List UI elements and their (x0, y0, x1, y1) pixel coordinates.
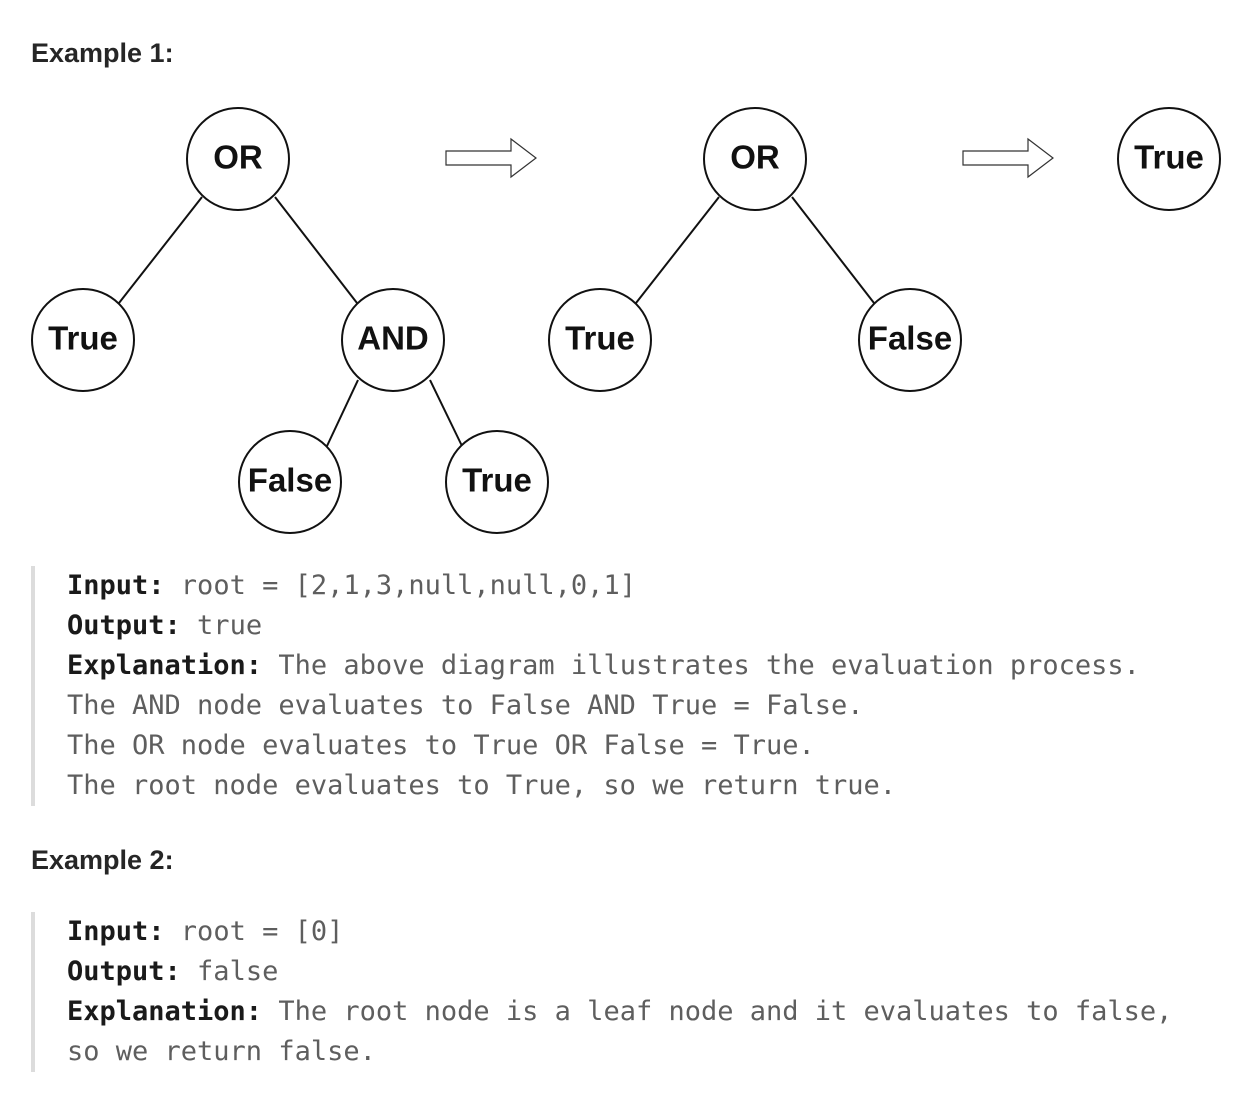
tree1-root-node: OR (186, 107, 290, 211)
output-line: Output: false (67, 952, 1172, 992)
right-arrow-icon (962, 137, 1054, 179)
edge-and-true (429, 379, 463, 447)
input-label: Input: (67, 916, 165, 947)
tree1-right-left-node: False (238, 430, 342, 534)
input-value: root = [2,1,3,null,null,0,1] (164, 570, 636, 601)
tree1-root-label: OR (213, 139, 263, 176)
expression-tree-diagram: OR True AND False True OR True False Tru… (31, 107, 1221, 534)
edge-or-false-2 (791, 196, 875, 304)
explanation-line: so we return false. (67, 1032, 1172, 1072)
tree1-right-right-node: True (445, 430, 549, 534)
explanation-text: The above diagram illustrates the evalua… (262, 650, 1140, 681)
explanation-label: Explanation: (67, 650, 263, 681)
output-label: Output: (67, 610, 181, 641)
example-1-heading: Example 1: (31, 38, 174, 68)
explanation-line: The root node evaluates to True, so we r… (67, 766, 1140, 806)
example-2-heading: Example 2: (31, 845, 174, 875)
edge-or-and (274, 196, 358, 304)
edge-and-false (326, 379, 359, 447)
tree2-root-label: OR (730, 139, 780, 176)
tree3-root-label: True (1134, 139, 1204, 176)
tree3-root-node: True (1117, 107, 1221, 211)
output-value: true (180, 610, 263, 641)
output-value: false (180, 956, 279, 987)
right-arrow-icon (445, 137, 537, 179)
edge-or-true (118, 196, 203, 304)
explanation-text: so we return false. (67, 1036, 376, 1067)
tree1-left-node: True (31, 288, 135, 392)
tree2-root-node: OR (703, 107, 807, 211)
tree1-left-label: True (48, 320, 118, 357)
edge-or-true-2 (635, 196, 720, 304)
tree2-left-node: True (548, 288, 652, 392)
input-value: root = [0] (164, 916, 344, 947)
explanation-text: The root node evaluates to True, so we r… (67, 770, 897, 801)
explanation-text: The OR node evaluates to True OR False =… (67, 730, 815, 761)
explanation-text: The AND node evaluates to False AND True… (67, 690, 864, 721)
explanation-label: Explanation: (67, 996, 263, 1027)
tree2-right-node: False (858, 288, 962, 392)
explanation-text: The root node is a leaf node and it eval… (262, 996, 1173, 1027)
tree2-right-label: False (868, 320, 952, 357)
output-label: Output: (67, 956, 181, 987)
output-line: Output: true (67, 606, 1140, 646)
tree1-right-node: AND (341, 288, 445, 392)
example-2-code-block: Input: root = [0] Output: false Explanat… (31, 912, 1172, 1072)
tree1-right-label: AND (357, 320, 429, 357)
tree1-right-left-label: False (248, 462, 332, 499)
explanation-line: Explanation: The root node is a leaf nod… (67, 992, 1172, 1032)
input-line: Input: root = [0] (67, 912, 1172, 952)
input-label: Input: (67, 570, 165, 601)
tree2-left-label: True (565, 320, 635, 357)
tree1-right-right-label: True (462, 462, 532, 499)
example-1-code-block: Input: root = [2,1,3,null,null,0,1] Outp… (31, 566, 1140, 806)
input-line: Input: root = [2,1,3,null,null,0,1] (67, 566, 1140, 606)
explanation-line: The OR node evaluates to True OR False =… (67, 726, 1140, 766)
explanation-line: Explanation: The above diagram illustrat… (67, 646, 1140, 686)
explanation-line: The AND node evaluates to False AND True… (67, 686, 1140, 726)
